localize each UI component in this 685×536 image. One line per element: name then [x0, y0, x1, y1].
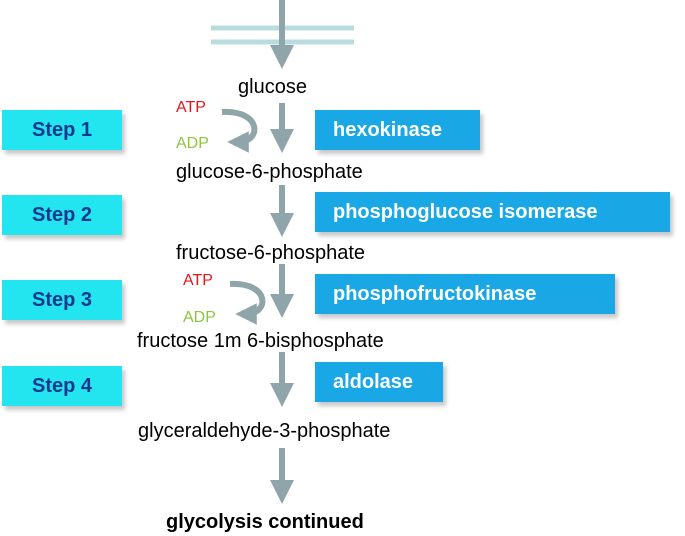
metabolite-fructose-bisphosphate: fructose 1m 6-bisphosphate	[137, 330, 384, 352]
atp-curve-arrow-step1	[221, 108, 258, 153]
step-2-box: Step 2	[2, 195, 122, 235]
enzyme-phosphofructokinase-box: phosphofructokinase	[315, 274, 615, 314]
adp-label-step1: ADP	[176, 135, 209, 152]
step-1-label: Step 1	[31, 118, 93, 141]
metabolite-glucose-6-phosphate: glucose-6-phosphate	[176, 161, 363, 183]
step-4-box: Step 4	[2, 366, 122, 406]
enzyme-phosphoglucose-isomerase-box: phosphoglucose isomerase	[315, 192, 670, 232]
adp-label-step3: ADP	[183, 309, 216, 326]
step-1-box: Step 1	[2, 110, 122, 150]
enzyme-hexokinase-label: hexokinase	[333, 118, 442, 141]
atp-label-step3: ATP	[183, 272, 213, 289]
enzyme-aldolase-box: aldolase	[315, 362, 443, 402]
step-3-label: Step 3	[31, 288, 93, 311]
step-3-box: Step 3	[2, 280, 122, 320]
metabolite-glucose: glucose	[238, 76, 307, 98]
atp-curve-arrow-step3	[229, 280, 266, 325]
glycolysis-continued-label: glycolysis continued	[166, 511, 364, 533]
step-2-label: Step 2	[31, 203, 93, 226]
enzyme-hexokinase-box: hexokinase	[315, 110, 480, 150]
step-4-label: Step 4	[31, 374, 93, 397]
metabolite-glyceraldehyde-3-phosphate: glyceraldehyde-3-phosphate	[138, 420, 391, 442]
metabolite-fructose-6-phosphate: fructose-6-phosphate	[176, 242, 366, 264]
enzyme-phosphoglucose-isomerase-label: phosphoglucose isomerase	[333, 200, 598, 223]
atp-label-step1: ATP	[176, 99, 206, 116]
enzyme-aldolase-label: aldolase	[333, 370, 414, 393]
enzyme-phosphofructokinase-label: phosphofructokinase	[333, 282, 537, 305]
